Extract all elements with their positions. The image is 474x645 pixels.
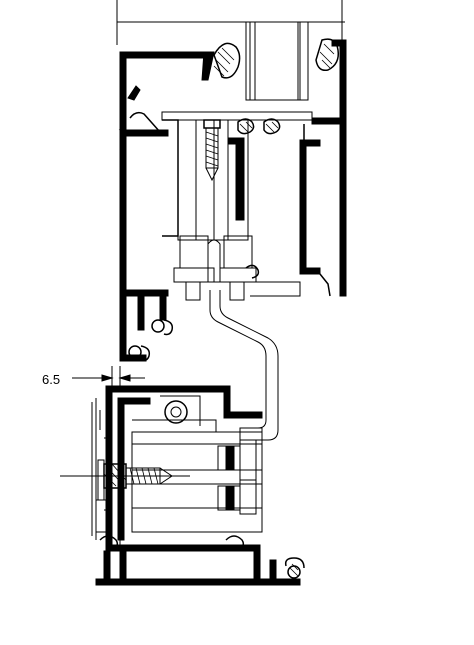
lower-hardware-assembly (60, 395, 263, 545)
seal-upper-2 (263, 118, 281, 135)
upper-screw-icon (203, 119, 221, 182)
upper-thermal-break (161, 111, 313, 301)
glazing-gasket-left (213, 42, 241, 79)
seal-upper-1 (237, 118, 255, 135)
s-connector-profile (209, 290, 279, 441)
sash-profile-right (250, 39, 347, 297)
roller-icon (160, 395, 201, 426)
dimension-label: 6.5 (42, 372, 60, 387)
upper-frame-profile (118, 51, 215, 362)
upper-glazing-unit (116, 0, 345, 101)
lower-frame-profile (91, 385, 305, 586)
clip-upper-2 (128, 345, 142, 359)
clip-upper-1 (151, 319, 165, 333)
lower-screw-icon (60, 463, 190, 489)
